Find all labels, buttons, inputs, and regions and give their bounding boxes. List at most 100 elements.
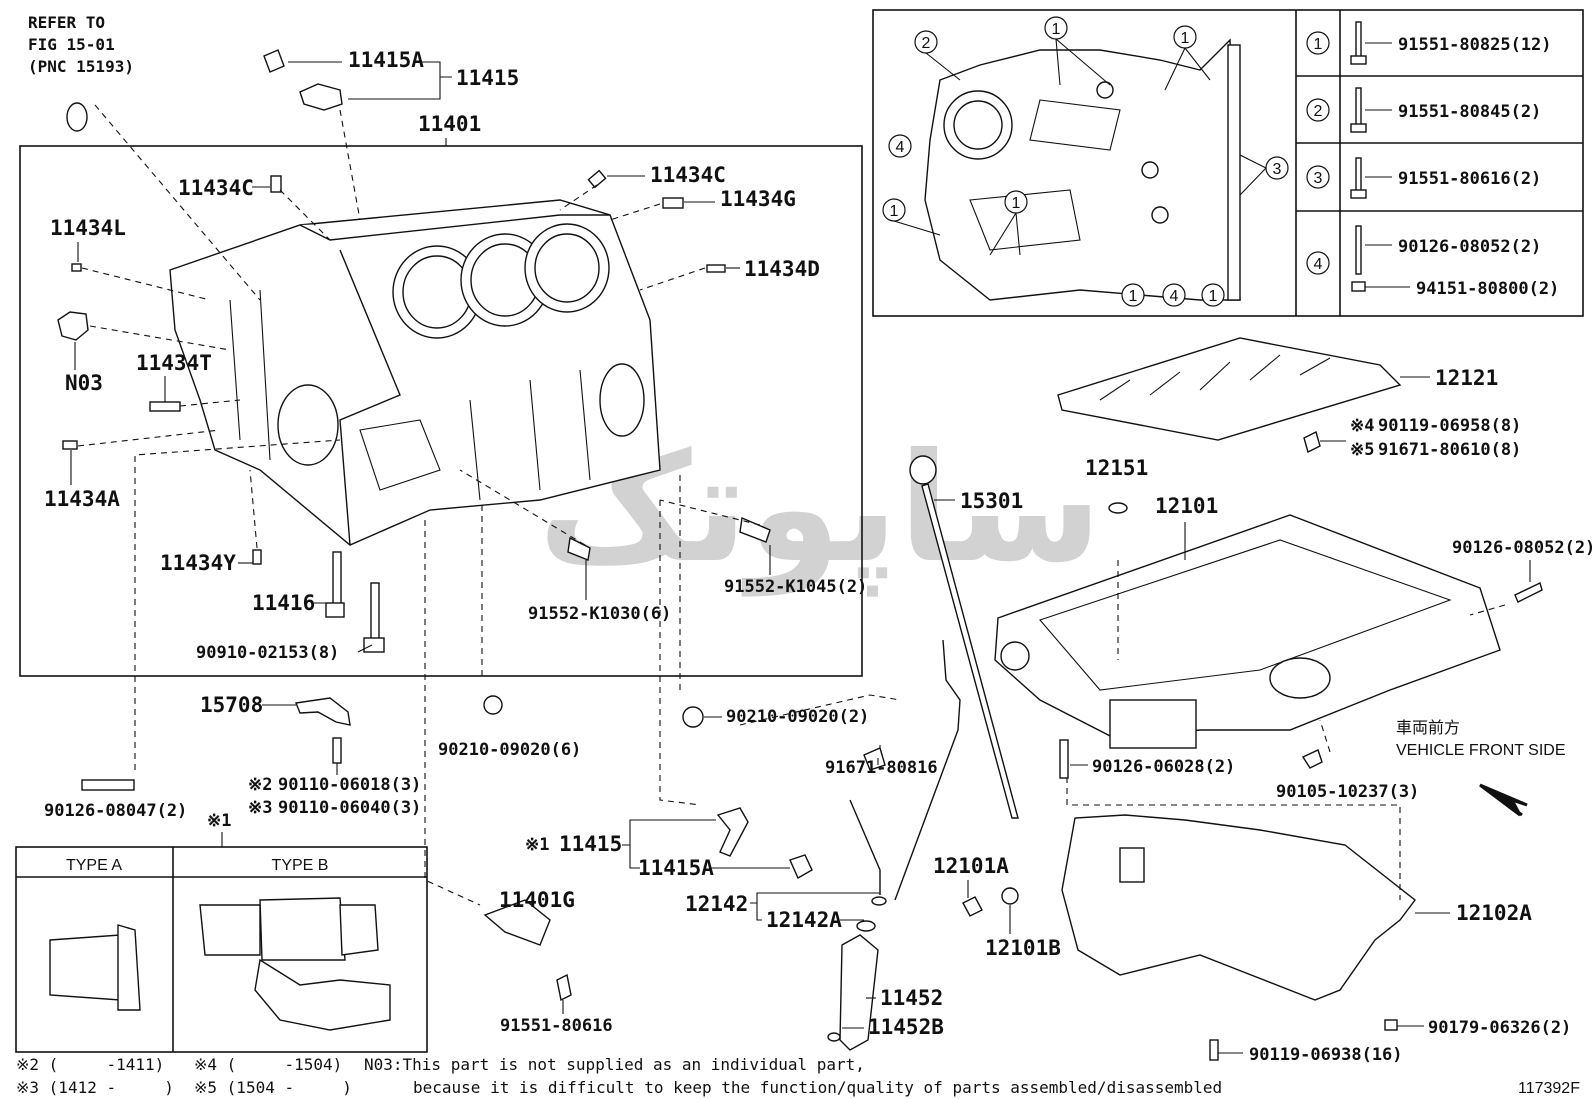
legend-num-3: 3	[1314, 170, 1323, 187]
bolt-legend-inset-frame	[872, 9, 1584, 317]
label-90126-028: 90126-06028(2)	[1092, 757, 1235, 777]
mark-3: ※3	[248, 798, 272, 818]
label-11416: 11416	[252, 591, 315, 615]
oil-dipstick	[839, 455, 1019, 1051]
legend-part-4b: 94151-80800(2)	[1416, 279, 1559, 299]
legend-part-1: 91551-80825(12)	[1398, 35, 1552, 55]
type-a-label: TYPE A	[66, 857, 122, 874]
dashed-leaders-block	[77, 104, 761, 906]
footnote-n03-line2: because it is difficult to keep the func…	[413, 1078, 1222, 1097]
cylinder-block-drawing	[169, 199, 661, 546]
label-11415-mid: 11415	[559, 832, 622, 856]
label-11401: 11401	[418, 112, 481, 136]
oil-pan-leaders	[962, 430, 1543, 1061]
label-90210-6: 90210-09020(6)	[438, 740, 581, 760]
label-11415A-top: 11415A	[348, 48, 424, 72]
inset-callout-1d: 1	[1012, 195, 1021, 212]
footnote-3: ※3 (1412 - )	[16, 1078, 174, 1097]
label-11401G: 11401G	[499, 888, 575, 912]
bolt-legend-table: 1 91551-80825(12) 2 91551-80845(2) 3 915…	[1306, 21, 1559, 299]
label-12101: 12101	[1155, 494, 1218, 518]
footnote-5: ※5 (1504 - )	[194, 1078, 352, 1097]
vehicle-front-en: VEHICLE FRONT SIDE	[1396, 742, 1566, 759]
label-15708: 15708	[200, 693, 263, 717]
label-11434C-left: 11434C	[178, 176, 254, 200]
label-90126-052-right: 90126-08052(2)	[1452, 538, 1592, 558]
label-12142A: 12142A	[766, 908, 842, 932]
oil-pressure-switch-top	[66, 49, 343, 132]
label-91671-610: 91671-80610(8)	[1378, 440, 1521, 460]
label-12102A: 12102A	[1456, 901, 1532, 925]
oil-pan-upper-baffle	[1057, 337, 1402, 441]
middle-small-parts	[295, 695, 886, 1002]
label-90119-958: 90119-06958(8)	[1378, 416, 1521, 436]
label-90119-938: 90119-06938(16)	[1249, 1045, 1403, 1065]
footnote-2: ※2 ( -1411)	[16, 1055, 164, 1074]
label-11434L: 11434L	[50, 216, 126, 240]
oil-pan-no2	[1061, 814, 1416, 1001]
label-90105: 90105-10237(3)	[1276, 782, 1419, 802]
label-12101A: 12101A	[933, 854, 1009, 878]
block-small-parts	[57, 169, 771, 653]
inset-callout-1a: 1	[1052, 21, 1061, 38]
mark-1-type: ※1	[207, 811, 231, 831]
header-note-line1: REFER TO	[28, 13, 105, 32]
header-note: REFER TO FIG 15-01 (PNC 15193)	[28, 13, 134, 76]
mark-4: ※4	[1350, 416, 1374, 436]
inset-callout-2: 2	[922, 35, 931, 52]
footnote-4: ※4 ( -1504)	[194, 1055, 342, 1074]
header-note-line2: FIG 15-01	[28, 35, 115, 54]
inset-callout-1b: 1	[1181, 30, 1190, 47]
engine-block-frame	[19, 145, 863, 677]
vehicle-front-arrow-icon	[1479, 783, 1528, 817]
label-15301: 15301	[960, 489, 1023, 513]
mark-5: ※5	[1350, 440, 1374, 460]
inset-cover-drawing	[924, 38, 1241, 301]
footnote-n03-line1: N03:This part is not supplied as an indi…	[364, 1055, 865, 1074]
inset-callout-1f: 1	[1209, 288, 1218, 305]
legend-num-2: 2	[1314, 103, 1323, 120]
label-12101B: 12101B	[985, 936, 1061, 960]
label-12151: 12151	[1085, 456, 1148, 480]
inset-callout-1c: 1	[890, 203, 899, 220]
figure-id: 117392F	[1518, 1080, 1580, 1097]
header-note-line3: (PNC 15193)	[28, 57, 134, 76]
label-90910: 90910-02153(8)	[196, 643, 339, 663]
label-90210-2: 90210-09020(2)	[726, 707, 869, 727]
label-90110-40: 90110-06040(3)	[278, 798, 421, 818]
footnotes: ※2 ( -1411) ※3 (1412 - ) ※4 ( -1504) ※5 …	[16, 1055, 1222, 1097]
label-11434Y: 11434Y	[160, 551, 236, 575]
label-11415-top: 11415	[456, 66, 519, 90]
label-91552-1045: 91552-K1045(2)	[724, 577, 867, 597]
label-11434G: 11434G	[720, 187, 796, 211]
label-11415A-mid: 11415A	[638, 856, 714, 880]
label-12121: 12121	[1435, 366, 1498, 390]
label-11452: 11452	[880, 986, 943, 1010]
type-b-label: TYPE B	[272, 857, 329, 874]
type-box: TYPE A TYPE B	[15, 846, 428, 1053]
legend-part-4: 90126-08052(2)	[1398, 237, 1541, 257]
label-11452B: 11452B	[868, 1015, 944, 1039]
label-91552-1030: 91552-K1030(6)	[528, 604, 671, 624]
legend-num-1: 1	[1314, 36, 1323, 53]
oil-pan-no1	[994, 514, 1501, 749]
inset-callout-4b: 4	[1170, 288, 1179, 305]
legend-part-2: 91551-80845(2)	[1398, 102, 1541, 122]
label-11434A: 11434A	[44, 487, 120, 511]
inset-callouts: 2 1 1 4 1 1 3 1 4 1	[882, 16, 1289, 307]
label-90110-18: 90110-06018(3)	[278, 775, 421, 795]
inset-callout-4a: 4	[896, 139, 905, 156]
label-90179: 90179-06326(2)	[1428, 1018, 1571, 1038]
label-N03: N03	[65, 371, 103, 395]
mark-2: ※2	[248, 775, 272, 795]
label-91671-816: 91671-80816	[825, 758, 938, 778]
label-11434T: 11434T	[136, 351, 212, 375]
label-12142: 12142	[685, 892, 748, 916]
label-90126-047: 90126-08047(2)	[44, 801, 187, 821]
inset-callout-1e: 1	[1129, 288, 1138, 305]
legend-num-4: 4	[1314, 256, 1323, 273]
label-91551-616: 91551-80616	[500, 1016, 613, 1036]
part-labels: 11415A 11415 11401 11434C 11434C 11434G …	[44, 48, 1592, 1065]
label-11434C-right: 11434C	[650, 163, 726, 187]
